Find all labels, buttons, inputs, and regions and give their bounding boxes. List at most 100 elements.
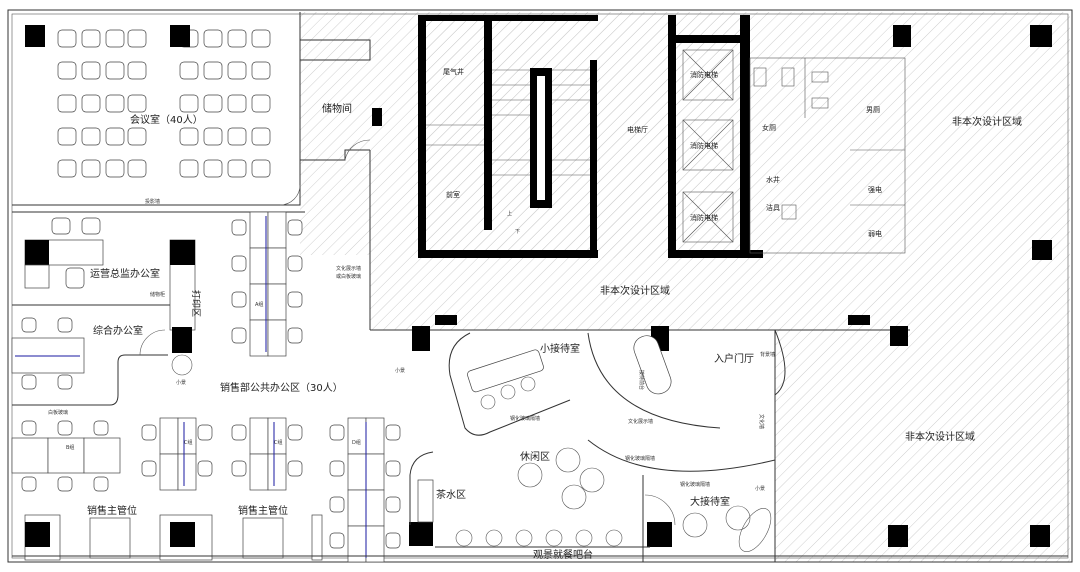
workstation-desk	[249, 211, 269, 249]
chair	[179, 127, 199, 146]
chair	[231, 291, 247, 308]
workstation-desk	[347, 525, 367, 563]
chair	[127, 159, 147, 178]
workstation-desk	[267, 283, 287, 321]
workstation-desk	[177, 453, 197, 491]
chair	[57, 29, 77, 48]
chair	[385, 424, 401, 441]
chair	[227, 159, 247, 178]
workstation-desk	[365, 525, 385, 563]
chair	[287, 291, 303, 308]
non-design-area-right-top	[910, 12, 1070, 330]
chair	[81, 159, 101, 178]
note-landscape-2: 小景	[395, 367, 405, 374]
chair	[57, 420, 73, 436]
workstation-desk	[159, 417, 179, 455]
room-label-leisure: 休闲区	[520, 450, 550, 463]
chair	[127, 29, 147, 48]
note-tempered-glass-3: 钢化玻璃隔墙	[680, 481, 710, 488]
workstation-desk	[47, 437, 85, 474]
workstation-desk	[249, 247, 269, 285]
workstation-desk	[249, 417, 269, 455]
workstation-desk	[267, 211, 287, 249]
conference-room: 会议室（40人） 储物间 投影墙	[12, 12, 382, 206]
room-label-mens-wc: 男厕	[866, 106, 880, 114]
chair	[81, 127, 101, 146]
note-storage-cabinet: 储物柜	[150, 291, 165, 298]
room-label-sales-supervisor-1: 销售主管位	[87, 504, 137, 517]
room-label-conference: 会议室（40人）	[130, 113, 203, 126]
chair	[179, 61, 199, 80]
note-stair-down: 下	[515, 229, 520, 235]
chair	[251, 61, 271, 80]
note-group-a: A组	[255, 301, 263, 308]
chair	[127, 61, 147, 80]
room-label-water-shaft: 水井	[766, 175, 780, 184]
chair	[227, 127, 247, 146]
chair	[81, 29, 101, 48]
room-label-small-reception: 小接待室	[540, 342, 580, 355]
chair	[227, 61, 247, 80]
note-group-d: D组	[352, 439, 361, 446]
room-label-general-office: 综合办公室	[93, 324, 143, 337]
chair	[231, 460, 247, 477]
room-label-anteroom: 前室	[446, 190, 460, 199]
room-label-entrance-hall: 入户门厅	[714, 352, 754, 365]
chair	[287, 255, 303, 272]
chair	[203, 94, 223, 113]
note-group-c2: C组	[274, 439, 283, 446]
workstation-desk	[11, 437, 49, 474]
workstation-desk	[177, 417, 197, 455]
workstation-desk	[249, 453, 269, 491]
room-label-cleaning: 洁具	[766, 203, 780, 212]
workstation-desk	[249, 319, 269, 357]
chair	[105, 29, 125, 48]
chair	[57, 476, 73, 492]
room-label-womens-wc: 女厕	[762, 123, 776, 132]
chair	[203, 29, 223, 48]
chair	[251, 29, 271, 48]
chair	[105, 94, 125, 113]
chair	[57, 159, 77, 178]
note-whiteboard-glass: 白板玻璃	[48, 409, 68, 416]
note-group-b: B组	[66, 444, 74, 451]
chair	[57, 317, 73, 333]
chair	[57, 127, 77, 146]
chair	[329, 460, 345, 477]
note-stair-up: 上	[507, 210, 512, 217]
chair	[197, 460, 213, 477]
room-label-sales-open-office: 销售部公共办公区（30人）	[220, 381, 343, 394]
chair	[251, 159, 271, 178]
chair	[251, 127, 271, 146]
room-label-ops-director: 运营总监办公室	[90, 267, 160, 280]
chair	[227, 94, 247, 113]
note-whiteboard-glass-left: 或白板玻璃	[336, 273, 361, 280]
chair	[231, 424, 247, 441]
chair	[105, 159, 125, 178]
chair	[21, 317, 37, 333]
chair	[231, 219, 247, 236]
workstation-desk	[83, 437, 121, 474]
chair	[81, 94, 101, 113]
note-landscape-left: 小景	[176, 379, 186, 386]
chair	[329, 424, 345, 441]
room-label-fire-elevator-1: 消防电梯	[690, 70, 718, 79]
chair	[287, 424, 303, 441]
room-label-elevator-hall: 电梯厅	[627, 125, 648, 134]
workstation-desk	[267, 417, 287, 455]
workstation-desk	[267, 247, 287, 285]
label-non-design-area-3: 非本次设计区域	[905, 430, 975, 443]
note-background-wall-1: 背景墙	[760, 351, 775, 358]
note-tempered-glass-2: 钢化玻璃隔墙	[625, 455, 655, 462]
room-label-sales-supervisor-2: 销售主管位	[238, 504, 288, 517]
room-label-print-area: 打印区	[190, 290, 202, 317]
room-label-storage: 储物间	[322, 102, 352, 115]
chair	[57, 374, 73, 390]
chair	[179, 94, 199, 113]
chair	[105, 61, 125, 80]
chair	[329, 532, 345, 549]
chair	[203, 159, 223, 178]
room-label-large-reception: 大接待室	[690, 495, 730, 508]
chair	[93, 476, 109, 492]
